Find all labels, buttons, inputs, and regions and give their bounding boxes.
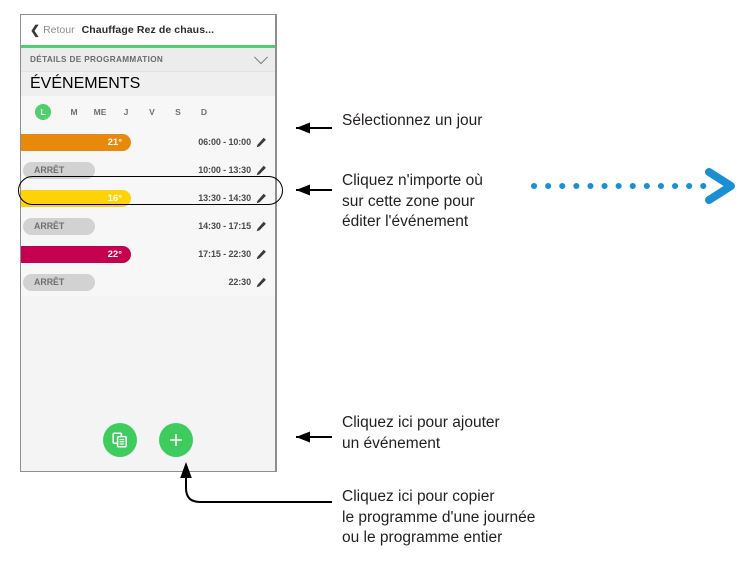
plus-icon [167, 431, 185, 449]
day-button-m[interactable]: M [70, 107, 78, 117]
copy-documents-icon [111, 431, 129, 449]
event-time-range: 13:30 - 14:30 [198, 193, 251, 203]
back-button-label[interactable]: Retour [43, 24, 75, 36]
copy-button[interactable] [103, 423, 137, 457]
day-button-l[interactable]: L [35, 104, 51, 120]
callout-arrow-edit-event [296, 184, 332, 196]
callout-arrow-select-day [296, 122, 332, 134]
event-temperature-pill: 16° [21, 189, 131, 207]
event-off-pill: ARRÊT [23, 273, 95, 291]
event-time-range: 14:30 - 17:15 [198, 221, 251, 231]
event-row[interactable]: 22° 17:15 - 22:30 [21, 240, 275, 268]
event-row[interactable]: ARRÊT 10:00 - 13:30 [21, 156, 275, 184]
pencil-icon[interactable] [251, 192, 271, 204]
pencil-icon[interactable] [251, 136, 271, 148]
annotation-select-day: Sélectionnez un jour [342, 112, 483, 129]
pencil-icon[interactable] [251, 276, 271, 288]
event-off-pill: ARRÊT [23, 161, 95, 179]
event-row[interactable]: ARRÊT 22:30 [21, 268, 275, 296]
chevron-left-icon[interactable]: ❮ [30, 23, 41, 37]
dotted-arrow-blue [531, 168, 735, 204]
section-header-programming-details[interactable]: DÉTAILS DE PROGRAMMATION [21, 48, 275, 72]
event-time-range: 10:00 - 13:30 [198, 165, 251, 175]
floating-action-buttons [21, 423, 275, 457]
add-button[interactable] [159, 423, 193, 457]
section-header-events: ÉVÉNEMENTS [21, 72, 275, 96]
day-button-s[interactable]: S [175, 107, 181, 117]
pencil-icon[interactable] [251, 220, 271, 232]
callout-arrow-add-event [296, 431, 332, 443]
pencil-icon[interactable] [251, 248, 271, 260]
chevron-down-icon[interactable] [253, 49, 269, 64]
event-off-pill: ARRÊT [23, 217, 95, 235]
day-selector[interactable]: L M ME J V S D [21, 96, 275, 128]
day-button-j[interactable]: J [123, 107, 129, 117]
event-time-range: 06:00 - 10:00 [198, 137, 251, 147]
accent-divider [21, 45, 275, 48]
annotation-add-event: Cliquez ici pour ajouter un événement [342, 414, 500, 452]
annotation-copy-program: Cliquez ici pour copier le programme d'u… [342, 488, 536, 547]
day-button-d[interactable]: D [200, 107, 208, 117]
section-label: ÉVÉNEMENTS [30, 75, 141, 92]
day-button-me[interactable]: ME [93, 107, 107, 117]
event-time-range: 17:15 - 22:30 [198, 249, 251, 259]
event-row[interactable]: 21° 06:00 - 10:00 [21, 128, 275, 156]
event-temperature-pill: 21° [21, 133, 131, 151]
annotation-edit-event: Cliquez n'importe où sur cette zone pour… [342, 172, 483, 231]
pencil-icon[interactable] [251, 164, 271, 176]
phone-frame: ❮ Retour Chauffage Rez de chaus... DÉTAI… [20, 14, 277, 472]
day-button-v[interactable]: V [149, 107, 155, 117]
app-navigation-bar: ❮ Retour Chauffage Rez de chaus... [21, 15, 275, 45]
section-label: DÉTAILS DE PROGRAMMATION [30, 55, 164, 64]
page-title: Chauffage Rez de chaus... [81, 24, 215, 36]
event-time-range: 22:30 [228, 277, 251, 287]
event-row[interactable]: 16° 13:30 - 14:30 [21, 184, 275, 212]
event-row[interactable]: ARRÊT 14:30 - 17:15 [21, 212, 275, 240]
event-temperature-pill: 22° [21, 245, 131, 263]
